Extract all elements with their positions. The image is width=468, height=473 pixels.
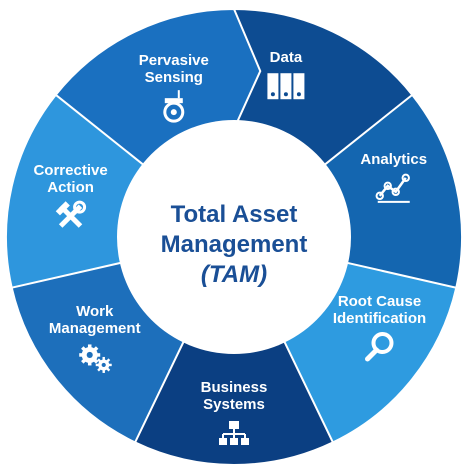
segment-label-line: Identification: [333, 310, 426, 327]
org-chart-icon: [219, 421, 249, 445]
segment-label-line: Analytics: [360, 151, 427, 168]
segment-label-line: Sensing: [145, 69, 203, 86]
line-chart-icon: [375, 173, 410, 203]
sensor-icon: [163, 90, 185, 123]
center-title-line3: (TAM): [201, 261, 267, 288]
binders-icon: [267, 73, 305, 100]
segment-label-line: Management: [49, 320, 141, 337]
gears-icon: [79, 344, 112, 373]
segment-label-analytics: Analytics: [360, 151, 427, 203]
segment-label-line: Systems: [203, 396, 265, 413]
segment-label-line: Corrective: [33, 162, 107, 179]
segment-label-line: Action: [47, 179, 94, 196]
segment-label-data: Data: [267, 49, 305, 100]
segment-label-line: Work: [76, 303, 114, 320]
segment-label-line: Business: [201, 379, 268, 396]
segment-label-line: Data: [270, 49, 303, 66]
center-circle: [117, 120, 351, 354]
center-title-line1: Total Asset: [171, 201, 298, 228]
tools-icon: [55, 200, 87, 228]
magnifier-icon: [364, 332, 394, 362]
center-title-line2: Management: [161, 231, 308, 258]
segment-label-line: Root Cause: [338, 293, 421, 310]
segment-label-line: Pervasive: [139, 52, 209, 69]
